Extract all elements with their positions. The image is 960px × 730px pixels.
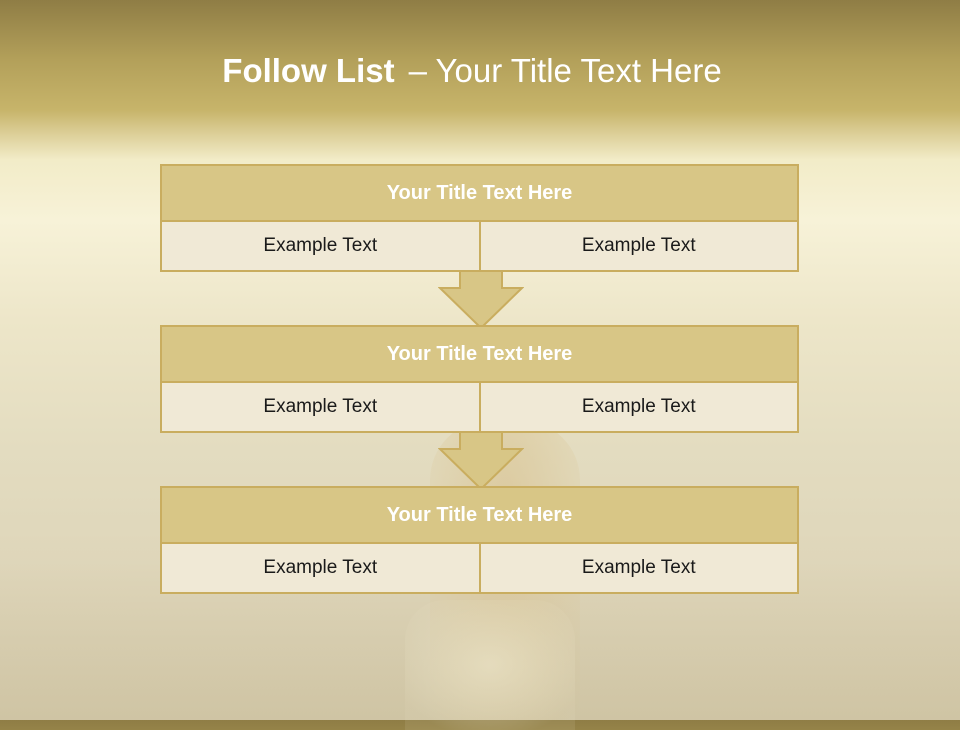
follow-card-1: Your Title Text Here Example Text Exampl… <box>160 164 799 272</box>
follow-card-2: Your Title Text Here Example Text Exampl… <box>160 325 799 433</box>
slide-title: Follow List – Your Title Text Here <box>0 52 944 90</box>
down-arrow-icon <box>438 270 524 330</box>
card-cell-2-right: Example Text <box>478 383 797 431</box>
card-header-1: Your Title Text Here <box>162 166 797 222</box>
card-cell-1-right: Example Text <box>478 222 797 270</box>
background-figure-dress <box>405 600 575 730</box>
card-header-3: Your Title Text Here <box>162 488 797 544</box>
card-row-1: Example Text Example Text <box>162 222 797 270</box>
card-cell-3-left: Example Text <box>162 544 479 592</box>
card-cell-1-left: Example Text <box>162 222 479 270</box>
card-cell-2-left: Example Text <box>162 383 479 431</box>
down-arrow-icon <box>438 431 524 491</box>
card-row-2: Example Text Example Text <box>162 383 797 431</box>
card-cell-3-right: Example Text <box>478 544 797 592</box>
slide-title-bold: Follow List <box>222 52 395 89</box>
card-row-3: Example Text Example Text <box>162 544 797 592</box>
card-header-2: Your Title Text Here <box>162 327 797 383</box>
follow-card-3: Your Title Text Here Example Text Exampl… <box>160 486 799 594</box>
slide-title-rest: – Your Title Text Here <box>408 52 722 89</box>
